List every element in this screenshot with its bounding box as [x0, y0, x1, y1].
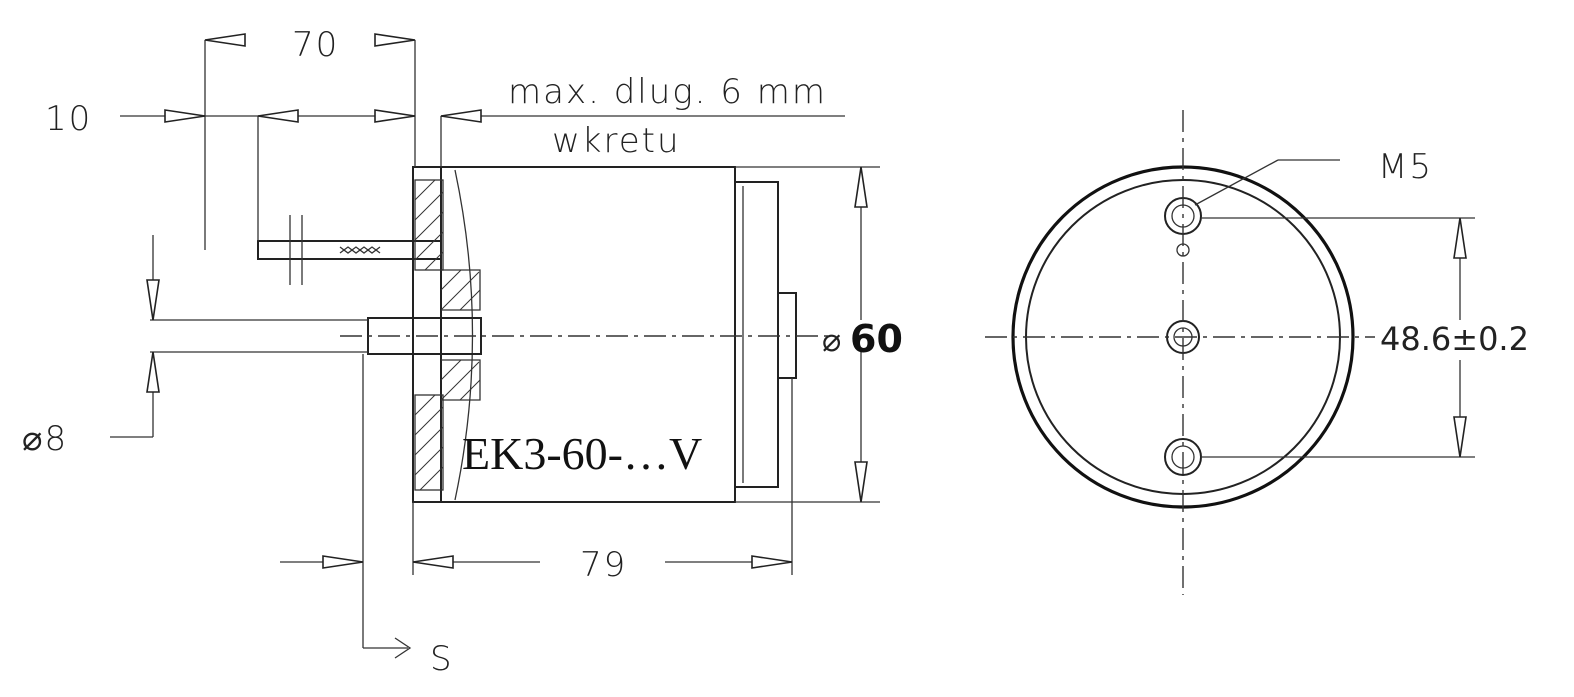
dia-symbol: ⌀: [822, 321, 841, 359]
dim-70-label: 70: [292, 25, 339, 65]
front-view: [985, 110, 1475, 595]
screw-note-line2: wkretu: [552, 121, 681, 161]
dim-10-label: 10: [45, 99, 92, 139]
shaft-dia-label: ⌀8: [22, 419, 68, 459]
thread-label: M5: [1378, 147, 1433, 187]
model-label: EK3-60-…V: [462, 428, 702, 479]
screw-note-line1: max. dlug. 6 mm: [508, 72, 827, 112]
side-view: [110, 33, 880, 659]
screw: [257, 240, 442, 260]
dim-60-label: 60: [850, 317, 903, 361]
rear-cap: [734, 181, 779, 488]
flange-hatching: [414, 179, 481, 491]
flange: [412, 166, 442, 503]
hole-spacing-label: 48.6±0.2: [1380, 320, 1529, 358]
dim-79-label: 79: [580, 545, 627, 585]
stroke-label: S: [430, 639, 454, 679]
